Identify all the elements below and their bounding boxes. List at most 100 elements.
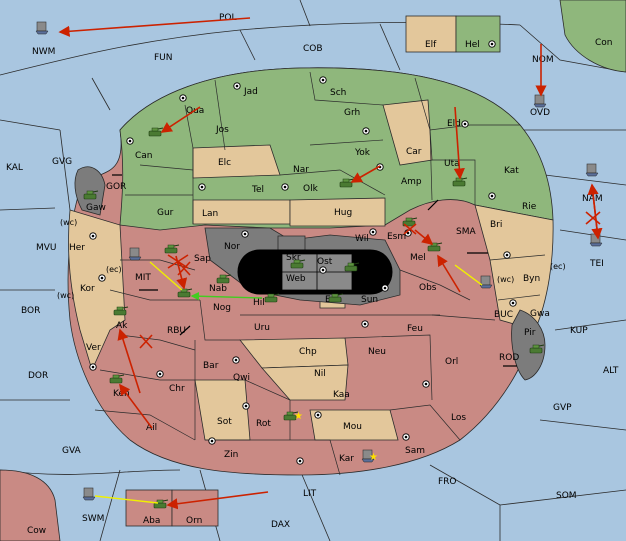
svg-text:Uta: Uta — [444, 159, 460, 169]
region-cow[interactable] — [0, 469, 61, 541]
land-boundaries — [94, 71, 546, 476]
svg-text:Kor: Kor — [80, 284, 95, 294]
svg-text:Orn: Orn — [186, 516, 202, 526]
svg-text:Los: Los — [451, 413, 466, 423]
svg-text:NAM: NAM — [582, 194, 603, 204]
svg-text:NOM: NOM — [532, 55, 554, 65]
green-territory — [119, 67, 554, 231]
svg-text:LIT: LIT — [303, 489, 317, 499]
region-elc[interactable] — [192, 144, 281, 179]
fleet-unit — [35, 21, 49, 35]
svg-text:DAX: DAX — [271, 520, 290, 530]
svg-text:MIT: MIT — [135, 273, 151, 283]
svg-text:GVG: GVG — [52, 157, 72, 167]
svg-text:FRO: FRO — [438, 477, 457, 487]
svg-text:Neu: Neu — [368, 347, 386, 357]
svg-text:Web: Web — [286, 274, 306, 284]
coast-tags: (wc) (ec) (wc) (wc) (ec) — [57, 218, 566, 300]
region-westband — [68, 209, 126, 372]
svg-text:Zin: Zin — [224, 450, 238, 460]
svg-text:Con: Con — [595, 38, 613, 48]
svg-text:GVP: GVP — [553, 403, 572, 413]
svg-text:(wc): (wc) — [60, 218, 77, 227]
svg-text:MVU: MVU — [36, 243, 57, 253]
svg-text:Sch: Sch — [330, 88, 346, 98]
region-pir[interactable] — [511, 309, 546, 381]
svg-text:Jos: Jos — [215, 125, 229, 135]
fleet-unit — [585, 163, 599, 177]
svg-text:Kar: Kar — [339, 454, 354, 464]
svg-text:Skr: Skr — [286, 253, 301, 263]
svg-text:Hel: Hel — [465, 40, 480, 50]
svg-text:GOR: GOR — [106, 182, 126, 192]
svg-text:(ec): (ec) — [550, 262, 566, 271]
svg-text:(wc): (wc) — [57, 291, 74, 300]
svg-text:Ak: Ak — [116, 321, 128, 331]
svg-text:Yok: Yok — [354, 148, 371, 158]
star-markers: ★ ★ — [294, 411, 378, 463]
svg-text:Ost: Ost — [317, 257, 333, 267]
svg-text:Grh: Grh — [344, 108, 360, 118]
svg-text:Mou: Mou — [343, 422, 362, 432]
svg-text:Nog: Nog — [213, 303, 231, 313]
svg-text:RBU: RBU — [167, 326, 186, 336]
region-mou[interactable] — [309, 409, 399, 441]
svg-text:Cow: Cow — [27, 526, 46, 536]
svg-text:Ver: Ver — [86, 343, 101, 353]
orders — [58, 17, 603, 510]
region-nil[interactable] — [261, 364, 349, 401]
svg-text:NWM: NWM — [32, 47, 55, 57]
svg-text:Tel: Tel — [251, 185, 264, 195]
svg-text:Byn: Byn — [523, 274, 540, 284]
svg-text:Eld: Eld — [447, 119, 461, 129]
svg-text:COB: COB — [303, 44, 323, 54]
svg-text:Bri: Bri — [490, 220, 502, 230]
svg-text:Sam: Sam — [405, 446, 425, 456]
svg-text:Chp: Chp — [299, 347, 317, 357]
svg-text:DOR: DOR — [28, 371, 48, 381]
svg-text:★: ★ — [369, 452, 378, 463]
svg-text:Rie: Rie — [522, 202, 537, 212]
svg-text:Her: Her — [69, 243, 85, 253]
svg-text:Sot: Sot — [217, 417, 232, 427]
fleet-unit — [82, 487, 96, 501]
svg-text:OVD: OVD — [530, 108, 550, 118]
svg-text:POL: POL — [219, 13, 237, 23]
support-lines — [94, 261, 483, 504]
svg-text:Kat: Kat — [504, 166, 519, 176]
fleet-unit — [533, 94, 547, 108]
svg-text:Car: Car — [406, 147, 422, 157]
svg-text:Amp: Amp — [401, 177, 422, 187]
svg-text:Bar: Bar — [203, 361, 219, 371]
svg-text:Nil: Nil — [314, 369, 326, 379]
fleet-unit — [128, 247, 142, 261]
svg-text:TEI: TEI — [589, 259, 604, 269]
region-orn[interactable] — [171, 489, 219, 527]
svg-text:Olk: Olk — [303, 184, 319, 194]
svg-text:Mel: Mel — [410, 253, 426, 263]
svg-text:Pir: Pir — [524, 328, 536, 338]
region-sot[interactable] — [194, 379, 251, 441]
svg-text:ALT: ALT — [603, 366, 619, 376]
svg-text:GVA: GVA — [62, 446, 82, 456]
svg-text:Chr: Chr — [169, 384, 185, 394]
svg-text:KUP: KUP — [570, 326, 588, 336]
svg-text:Elf: Elf — [425, 40, 437, 50]
svg-text:Obs: Obs — [419, 283, 437, 293]
svg-text:Jad: Jad — [243, 87, 258, 97]
svg-text:Sun: Sun — [361, 295, 378, 305]
svg-text:(wc): (wc) — [497, 275, 514, 284]
svg-text:Nor: Nor — [224, 242, 240, 252]
svg-text:BOR: BOR — [21, 306, 40, 316]
svg-text:ROD: ROD — [499, 353, 519, 363]
svg-text:Nab: Nab — [209, 284, 227, 294]
svg-text:Wil: Wil — [355, 234, 369, 244]
svg-text:Uru: Uru — [254, 323, 270, 333]
svg-text:SOM: SOM — [556, 491, 577, 501]
svg-text:SWM: SWM — [82, 514, 104, 524]
region-hug[interactable] — [289, 197, 386, 227]
svg-text:Qwi: Qwi — [233, 373, 250, 383]
fleet-unit — [479, 275, 493, 289]
